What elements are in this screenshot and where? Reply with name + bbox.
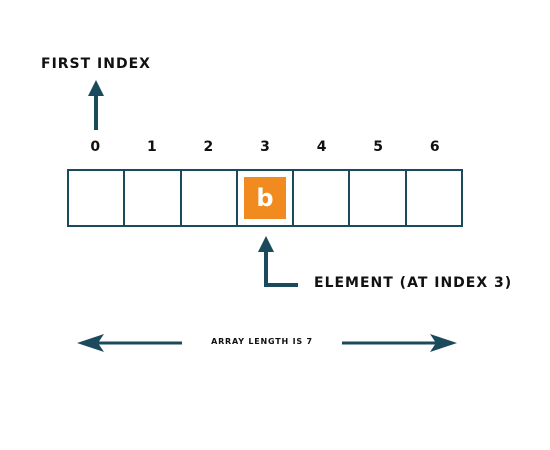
first-index-label: FIRST INDEX — [41, 56, 151, 72]
array-cell-1 — [123, 169, 182, 227]
array-cell-6 — [404, 169, 463, 227]
array-cell-2 — [179, 169, 238, 227]
first-index-up-arrow-icon — [88, 80, 104, 130]
array-cell-3: b — [235, 169, 295, 227]
index-label-5: 5 — [373, 139, 384, 155]
index-label-6: 6 — [429, 139, 440, 155]
index-label-0: 0 — [90, 139, 101, 155]
array-cell-5 — [348, 169, 407, 227]
element-pointer-arrow-icon — [258, 236, 298, 287]
array-length-label: ARRAY LENGTH IS 7 — [182, 336, 342, 347]
index-label-2: 2 — [203, 139, 214, 155]
index-label-3: 3 — [260, 139, 270, 155]
index-label-4: 4 — [316, 139, 327, 155]
element-label: ELEMENT (AT INDEX 3) — [314, 275, 513, 291]
array-cells: b — [67, 169, 463, 227]
index-label-1: 1 — [146, 139, 157, 155]
array-cell-0 — [67, 169, 126, 227]
array-cell-4 — [292, 169, 351, 227]
element-value: b — [243, 177, 286, 219]
